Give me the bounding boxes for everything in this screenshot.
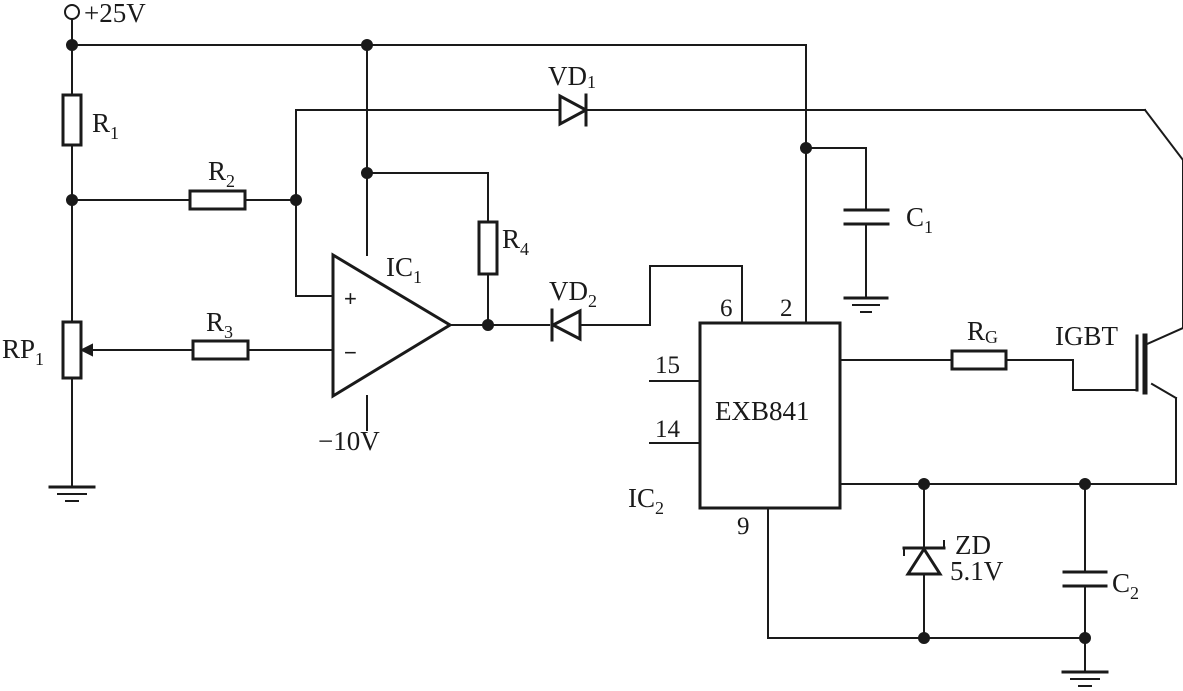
- resistor-body-icon: [191, 339, 250, 361]
- driver-part-label: EXB841: [715, 396, 810, 426]
- opamp-minus-sign: −: [344, 340, 357, 365]
- junction-dot: [361, 167, 373, 179]
- ic2-label: IC2: [628, 483, 664, 518]
- diode-triangle-icon: [558, 93, 590, 127]
- wire-emitter: [1150, 382, 1178, 400]
- igbt: IGBT: [1055, 321, 1183, 395]
- potentiometer-rp1: RP1: [2, 320, 96, 380]
- diode-triangle-icon: [549, 308, 582, 342]
- pin-6-label: 6: [720, 295, 733, 322]
- wires: [71, 19, 1183, 673]
- junction-dot: [66, 194, 78, 206]
- ic1-label: IC1: [386, 252, 422, 287]
- zener-triangle-icon: [905, 546, 943, 576]
- capacitor-c2: C2: [1062, 568, 1139, 603]
- wiper-arrow-icon: [79, 343, 93, 357]
- potentiometer-body-icon: [61, 320, 83, 380]
- r4-label: R4: [502, 224, 529, 259]
- junction-dot: [800, 142, 812, 154]
- r1-label: R1: [92, 108, 119, 143]
- resistor-rg: RG: [950, 316, 1008, 371]
- junction-dot: [918, 478, 930, 490]
- driver-body: [698, 321, 842, 510]
- capacitor-c1: C1: [843, 202, 933, 313]
- wire-collector-side: [1143, 108, 1183, 162]
- junction-dot: [482, 319, 494, 331]
- junction-dot: [918, 632, 930, 644]
- rg-label: RG: [967, 316, 998, 347]
- resistor-body-icon: [188, 189, 247, 211]
- terminal-circle-icon: [64, 4, 80, 20]
- pin-15-label: 15: [655, 352, 680, 379]
- diode-vd2: VD2: [549, 276, 597, 342]
- r2-label: R2: [208, 156, 235, 191]
- pin-2-label: 2: [780, 295, 793, 322]
- junction-dot: [1079, 632, 1091, 644]
- c1-label: C1: [906, 202, 933, 237]
- igbt-label: IGBT: [1055, 321, 1118, 351]
- junction-dot: [361, 39, 373, 51]
- igbt-collector-lead: [1145, 326, 1183, 346]
- pin-9-label: 9: [737, 513, 750, 540]
- driver-ic2: EXB841 6 2 15 14 9 IC2: [628, 295, 842, 540]
- c2-label: C2: [1112, 568, 1139, 603]
- junction-dot: [1079, 478, 1091, 490]
- zd-name-label: ZD: [955, 530, 991, 560]
- zd-value-label: 5.1V: [950, 556, 1004, 586]
- negative-supply-label: −10V: [318, 426, 380, 456]
- junction-dot: [290, 194, 302, 206]
- resistor-r1: R1: [61, 93, 119, 147]
- zener-zd: ZD 5.1V: [902, 530, 1004, 586]
- supply-label: +25V: [84, 0, 146, 28]
- opamp-ic1: + − IC1 −10V: [318, 252, 453, 456]
- resistor-body-icon: [950, 349, 1008, 371]
- diode-vd1: VD1: [548, 61, 596, 127]
- resistor-body-icon: [61, 93, 83, 147]
- vd1-label: VD1: [548, 61, 596, 92]
- pin-14-label: 14: [655, 416, 681, 443]
- ground-left: [48, 485, 96, 502]
- r3-label: R3: [206, 307, 233, 342]
- supply-terminal: +25V: [64, 0, 146, 28]
- resistor-r2: R2: [188, 156, 247, 211]
- rp1-label: RP1: [2, 334, 44, 369]
- ground-right: [1061, 670, 1109, 687]
- opamp-triangle-icon: [331, 252, 453, 399]
- opamp-plus-sign: +: [344, 286, 357, 311]
- junction-dot: [66, 39, 78, 51]
- vd2-label: VD2: [549, 276, 597, 311]
- junctions: [66, 39, 1091, 644]
- resistor-r4: R4: [477, 220, 529, 276]
- resistor-r3: R3: [191, 307, 250, 361]
- resistor-body-icon: [477, 220, 499, 276]
